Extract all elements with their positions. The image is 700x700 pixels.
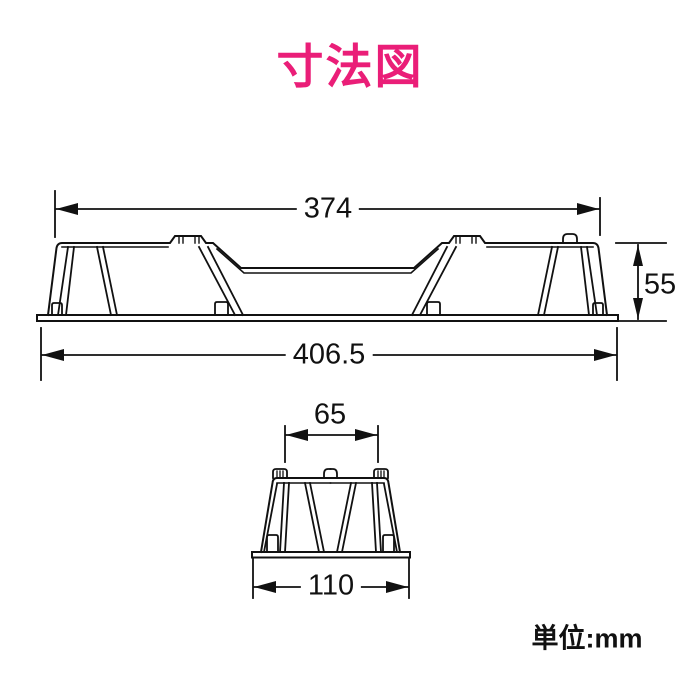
dim-side-base-width-lines [252,557,410,599]
front-dome-tab [562,233,578,244]
dim-side-base-width-label: 110 [300,571,362,601]
front-right-foot [326,235,608,316]
dim-front-overall-width-label: 406.5 [285,340,373,370]
unit-label: 単位:mm [531,623,643,654]
dim-front-height-label: 55 [643,268,677,301]
page-title: 寸法図 [276,40,424,93]
side-left-half [259,468,332,554]
dim-side-top-width-label: 65 [313,398,347,431]
dim-side-top-width-lines [284,425,379,463]
side-base-plate [251,551,411,559]
dim-front-top-width-label: 374 [296,194,360,224]
dim-front-height-lines [615,242,667,322]
front-dip-inner-line [215,247,440,274]
front-base-plate [36,314,619,322]
front-left-foot [46,235,329,317]
side-right-half [329,468,401,553]
side-view-drawing [251,425,411,599]
